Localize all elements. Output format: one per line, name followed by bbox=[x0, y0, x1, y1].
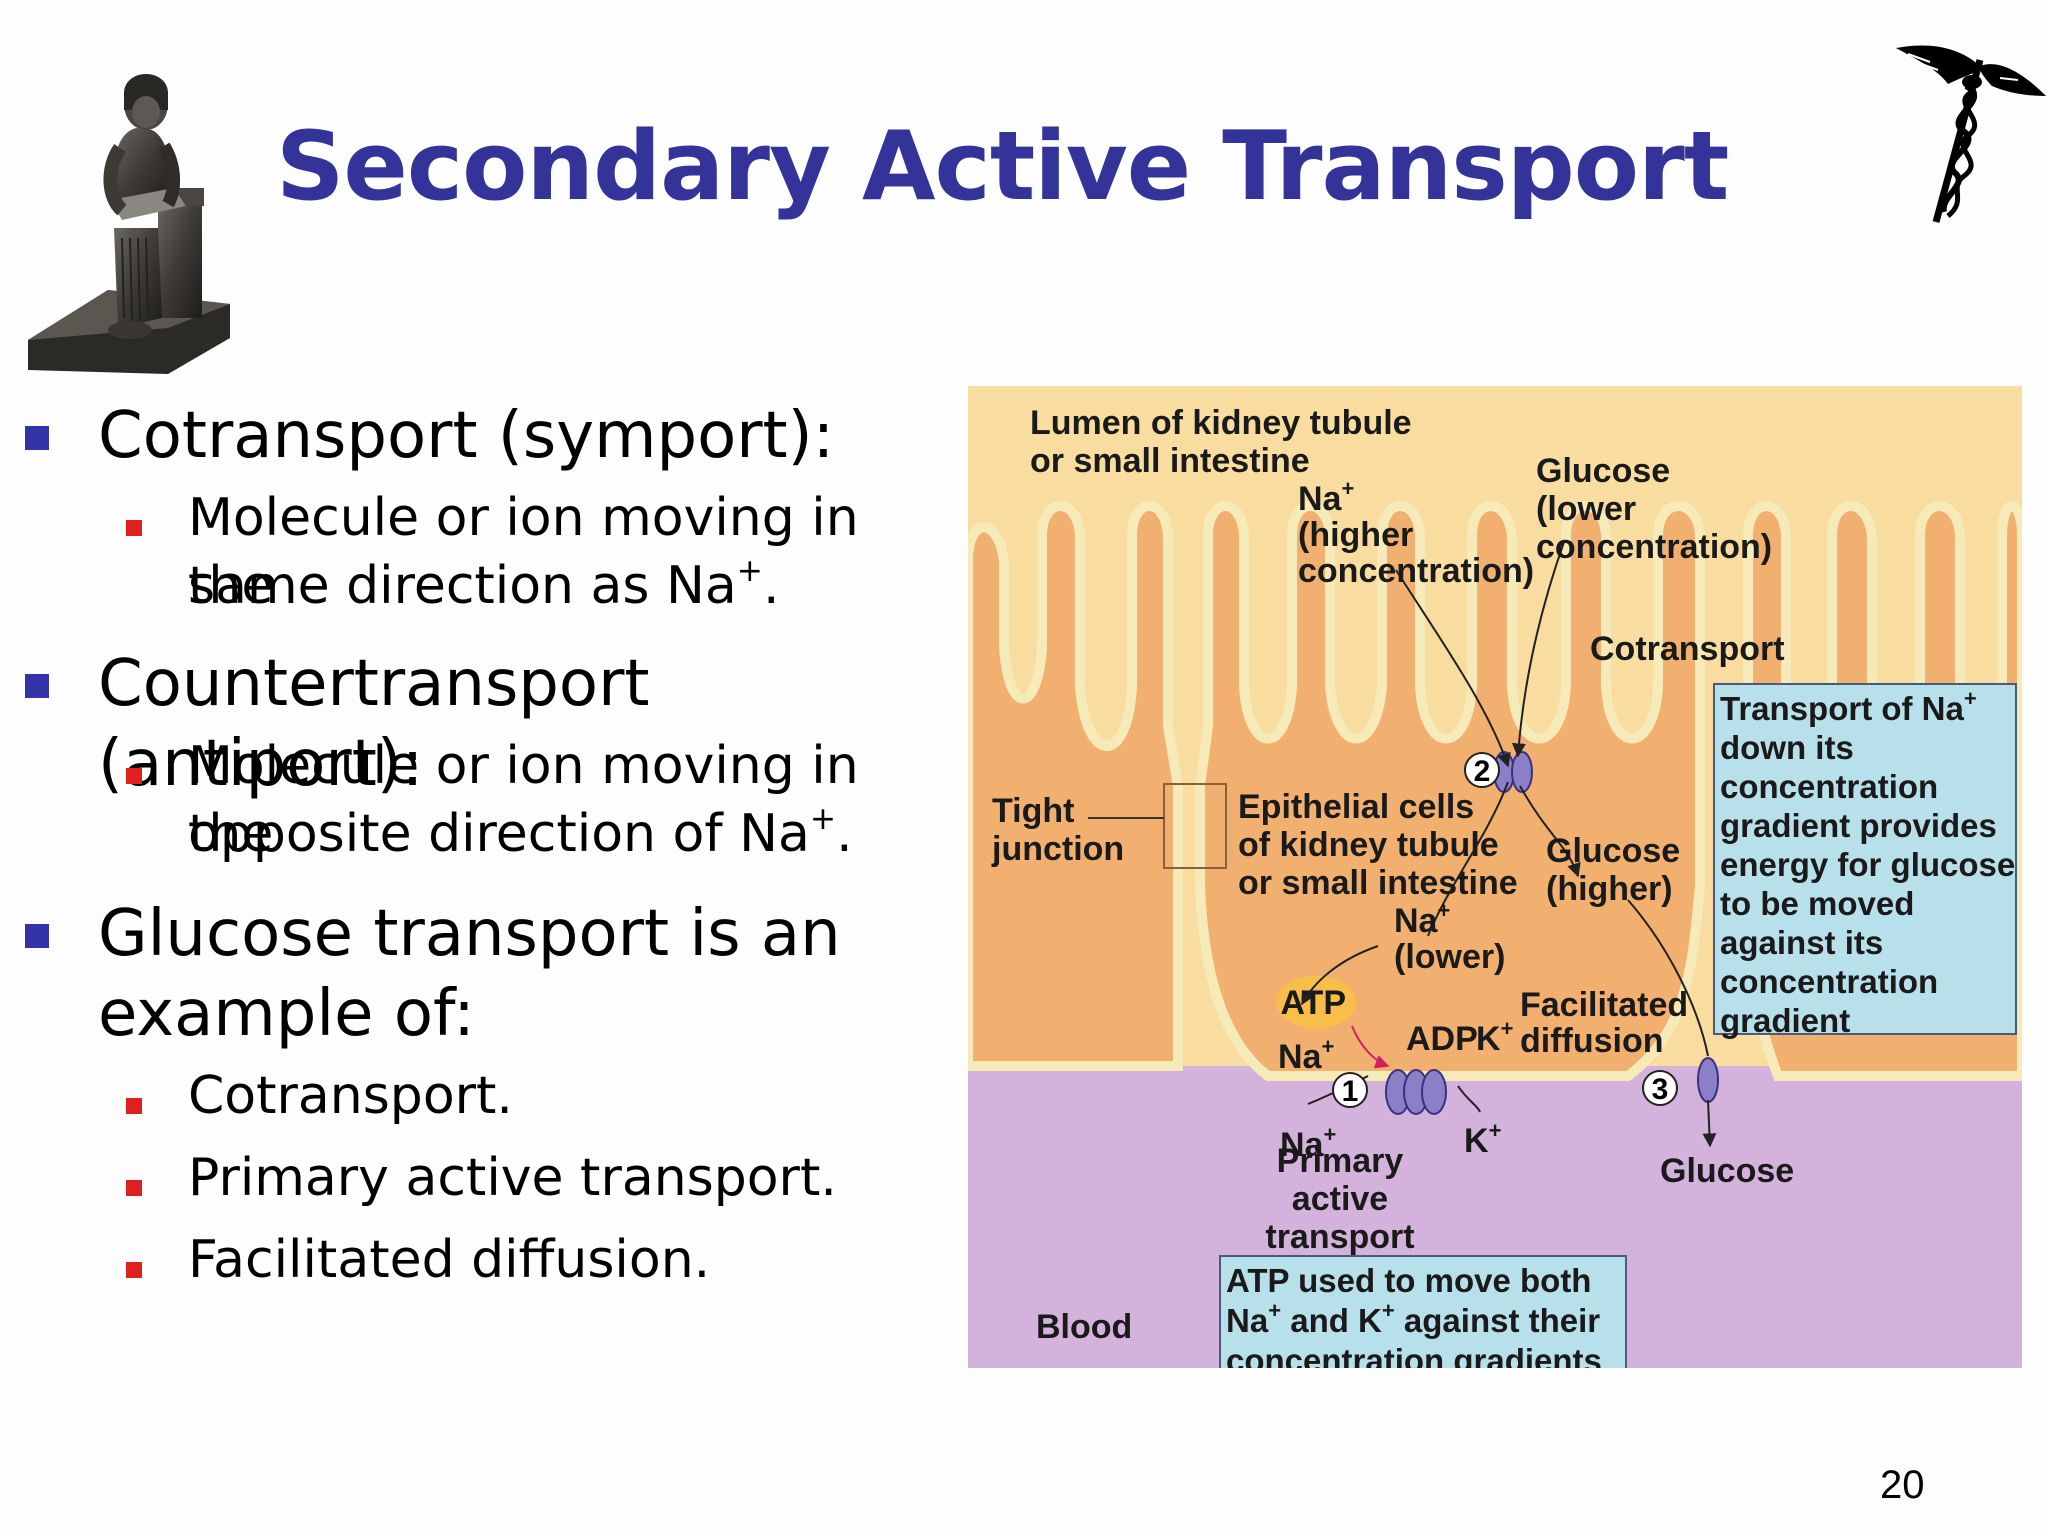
sub-bullet-marker bbox=[126, 1262, 142, 1278]
sub-bullet-item-continuation: opposite direction of Na+. bbox=[188, 801, 853, 864]
epithelial-cell-left bbox=[968, 501, 1183, 1071]
k-in-label: K+ bbox=[1464, 1118, 1501, 1160]
svg-text:concentration gradients: concentration gradients bbox=[1226, 1342, 1602, 1368]
slide-title: Secondary Active Transport bbox=[276, 112, 1729, 222]
glucose-lower-label-line2: (lower bbox=[1536, 490, 1636, 528]
atp-note-box: ATP used to move both Na+ and K+ against… bbox=[1219, 1255, 1627, 1368]
atp-highlight bbox=[1276, 976, 1356, 1028]
svg-text:concentration: concentration bbox=[1720, 768, 1938, 805]
k-label: K+ bbox=[1476, 1016, 1513, 1058]
facilitated-label: Facilitated bbox=[1520, 986, 1688, 1024]
epithelial-label-line2: of kidney tubule bbox=[1238, 826, 1499, 864]
adp-label: ADP bbox=[1406, 1020, 1478, 1058]
glucose-higher-label-line2: (higher) bbox=[1546, 870, 1673, 908]
sub-bullet-marker bbox=[126, 1180, 142, 1196]
epithelial-label-line3: or small intestine bbox=[1238, 864, 1518, 902]
svg-text:Na+ and K+ against their: Na+ and K+ against their bbox=[1226, 1298, 1600, 1339]
sub-bullet-item: Primary active transport. bbox=[188, 1148, 837, 1208]
svg-text:concentration: concentration bbox=[1720, 963, 1938, 1000]
na-higher-label-line3: concentration) bbox=[1298, 552, 1534, 590]
sub-bullet-item: Molecule or ion moving in the bbox=[188, 488, 859, 616]
bullet-marker bbox=[25, 924, 49, 948]
sub-bullet-item: Cotransport. bbox=[188, 1066, 513, 1126]
na-k-pump-protein bbox=[1385, 1069, 1447, 1115]
glucose-lower-label: Glucose bbox=[1536, 452, 1670, 490]
na-lower-label: Na+ bbox=[1394, 898, 1450, 940]
bullet-item: Glucose transport is an bbox=[98, 897, 841, 971]
page-number: 20 bbox=[1880, 1463, 1925, 1507]
seated-scribe-statue-image bbox=[28, 74, 230, 374]
sub-bullet-marker bbox=[126, 520, 142, 536]
glucose-higher-label: Glucose bbox=[1546, 832, 1680, 870]
svg-text:2: 2 bbox=[1474, 755, 1491, 788]
step-3-marker: 3 bbox=[1642, 1070, 1678, 1106]
facilitated-label-line2: diffusion bbox=[1520, 1022, 1664, 1060]
tight-junction-label-line2: junction bbox=[991, 830, 1124, 868]
primary-label-line2: active bbox=[1292, 1180, 1388, 1218]
atp-label: ATP bbox=[1281, 984, 1346, 1022]
svg-text:ATP used to move both: ATP used to move both bbox=[1226, 1262, 1591, 1299]
sub-bullet-marker bbox=[126, 1098, 142, 1114]
svg-text:gradient: gradient bbox=[1720, 1002, 1850, 1039]
sub-bullet-item: Facilitated diffusion. bbox=[188, 1230, 711, 1290]
svg-text:energy for glucose: energy for glucose bbox=[1720, 846, 2015, 883]
svg-text:to be moved: to be moved bbox=[1720, 885, 1914, 922]
cotransport-label: Cotransport bbox=[1590, 630, 1785, 668]
bullet-item: Cotransport (symport): bbox=[98, 399, 835, 473]
primary-label: Primary bbox=[1277, 1142, 1404, 1180]
svg-text:down its: down its bbox=[1720, 729, 1854, 766]
sub-bullet-item: Molecule or ion moving in the bbox=[188, 736, 859, 864]
epithelial-cell-middle bbox=[1195, 501, 1705, 1081]
transport-diagram: 2 1 3 Lumen of kidney tubule or small in… bbox=[968, 386, 2022, 1368]
blood-label: Blood bbox=[1036, 1308, 1132, 1346]
sub-bullet-item-continuation: same direction as Na+. bbox=[188, 553, 780, 616]
bullet-item-continuation: example of: bbox=[98, 977, 475, 1051]
lumen-label-line2: or small intestine bbox=[1030, 442, 1310, 480]
caduceus-icon bbox=[1896, 45, 2046, 223]
na-out-label: Na+ bbox=[1280, 1122, 1336, 1164]
tight-junction-box bbox=[1163, 783, 1227, 869]
na-higher-label-line2: (higher bbox=[1298, 516, 1413, 554]
bullet-marker bbox=[25, 426, 49, 450]
na-higher-label: Na+ bbox=[1298, 476, 1354, 518]
lumen-label-line1: Lumen of kidney tubule bbox=[1030, 404, 1412, 442]
svg-text:1: 1 bbox=[1342, 1075, 1359, 1108]
cotransport-note-box: Transport of Na+ down its concentration … bbox=[1713, 683, 2017, 1039]
svg-text:3: 3 bbox=[1652, 1073, 1669, 1106]
step-1-marker: 1 bbox=[1332, 1072, 1368, 1108]
svg-text:gradient provides: gradient provides bbox=[1720, 807, 1997, 844]
glucose-blood-label: Glucose bbox=[1660, 1152, 1794, 1190]
bullet-marker bbox=[25, 674, 49, 698]
bullet-item: Countertransport (antiport): bbox=[98, 647, 650, 801]
sub-bullet-marker bbox=[126, 768, 142, 784]
na-lower-label-line2: (lower) bbox=[1394, 938, 1505, 976]
glucose-lower-label-line3: concentration) bbox=[1536, 528, 1772, 566]
glucose-uniporter-protein bbox=[1697, 1057, 1719, 1103]
svg-text:Transport of Na+: Transport of Na+ bbox=[1720, 686, 1977, 727]
epithelial-label: Epithelial cells bbox=[1238, 788, 1474, 826]
na-label: Na+ bbox=[1278, 1034, 1334, 1076]
primary-label-line3: transport bbox=[1265, 1218, 1414, 1256]
svg-text:against its: against its bbox=[1720, 924, 1883, 961]
step-2-marker: 2 bbox=[1464, 752, 1500, 788]
tight-junction-label: Tight bbox=[992, 792, 1074, 830]
